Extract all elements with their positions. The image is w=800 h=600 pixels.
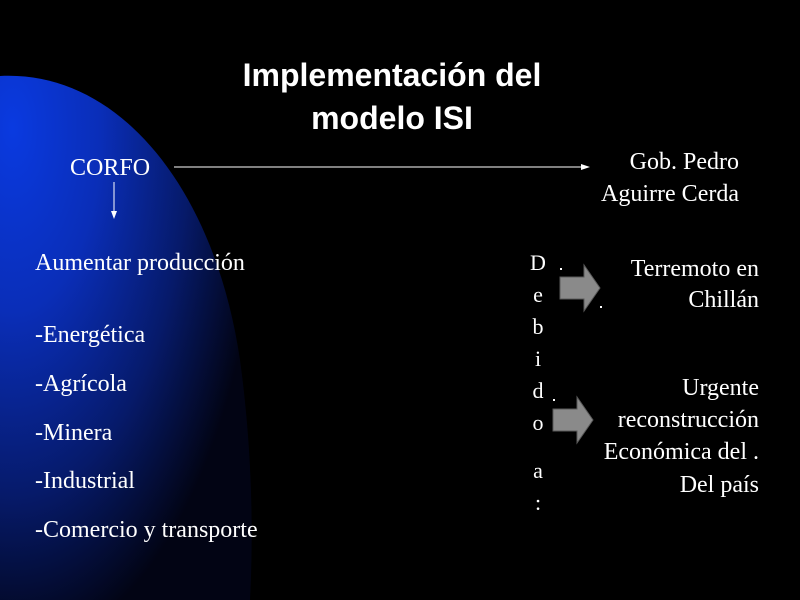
corfo-label: CORFO bbox=[70, 155, 151, 181]
gob-label-line2: Aguirre Cerda bbox=[601, 181, 739, 207]
vertical-letter: d bbox=[532, 378, 544, 403]
vertical-letter: a bbox=[533, 458, 543, 483]
sector-item: -Industrial bbox=[35, 468, 135, 494]
terremoto-line1: Terremoto en bbox=[630, 256, 759, 282]
dot-marker bbox=[560, 268, 562, 270]
gob-label-line1: Gob. Pedro bbox=[629, 149, 739, 175]
sector-item: -Energética bbox=[35, 322, 146, 348]
vertical-letter: o bbox=[532, 410, 544, 435]
dot-marker bbox=[600, 306, 602, 308]
aumentar-produccion: Aumentar producción bbox=[35, 250, 245, 276]
urgente-line: Del país bbox=[679, 472, 759, 498]
vertical-letter: : bbox=[534, 490, 542, 515]
urgente-line: reconstrucción bbox=[617, 407, 759, 433]
dot-marker bbox=[553, 399, 555, 401]
block-arrow-urgente bbox=[552, 395, 594, 445]
vertical-letter: e bbox=[533, 282, 543, 307]
vertical-letter: b bbox=[532, 314, 544, 339]
vertical-letter: i bbox=[534, 346, 542, 371]
urgente-line: Urgente bbox=[682, 375, 759, 401]
sector-item: -Agrícola bbox=[35, 371, 127, 397]
terremoto-line2: Chillán bbox=[688, 287, 759, 313]
block-arrow-terremoto bbox=[559, 263, 601, 313]
sector-item: -Minera bbox=[35, 420, 113, 446]
corfo-to-gob-arrow bbox=[174, 164, 590, 170]
vertical-letter: D bbox=[530, 250, 546, 275]
slide-title-line1: Implementación del bbox=[242, 57, 542, 93]
sector-item: -Comercio y transporte bbox=[35, 517, 258, 543]
urgente-line: Económica del . bbox=[603, 439, 759, 465]
slide-title-line2: modelo ISI bbox=[311, 100, 473, 136]
corfo-down-arrow bbox=[111, 182, 117, 219]
